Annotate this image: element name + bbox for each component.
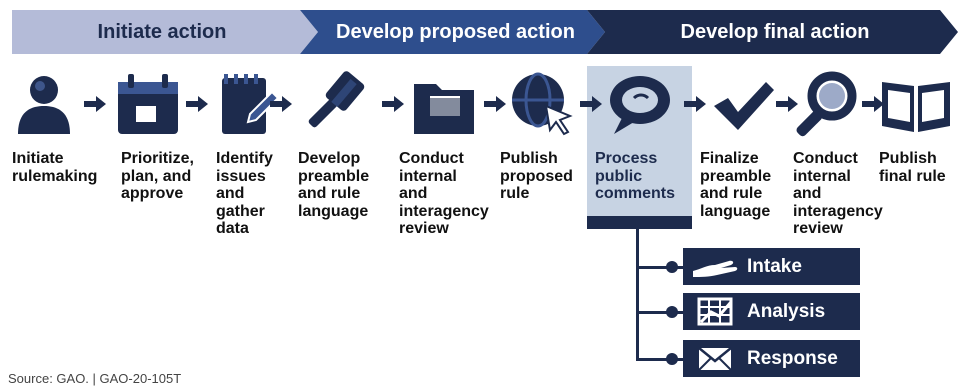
tree-connector-vertical xyxy=(636,229,639,360)
tree-dot xyxy=(666,353,678,365)
tree-connector-response xyxy=(636,358,684,361)
flow-arrow xyxy=(186,96,208,112)
tree-connector-analysis xyxy=(636,311,684,314)
substep-label: Response xyxy=(747,348,838,369)
step-label-publish-final: Publish final rule xyxy=(879,150,946,185)
gavel-icon xyxy=(308,71,365,128)
phase-label-initiate: Initiate action xyxy=(97,21,227,43)
phase-initiate-chevron xyxy=(12,10,318,54)
grid-icon xyxy=(697,297,733,326)
flow-arrow xyxy=(84,96,106,112)
phase-final-chevron xyxy=(587,10,958,54)
step-label-initiate-rulemaking: Initiate rulemaking xyxy=(12,150,98,185)
flow-arrow xyxy=(270,96,292,112)
flow-arrow xyxy=(776,96,798,112)
flow-arrow xyxy=(382,96,404,112)
substep-label: Intake xyxy=(747,256,802,277)
speech-bubble-icon xyxy=(610,76,670,134)
substep-label: Analysis xyxy=(747,301,826,322)
substep-response: Response xyxy=(683,340,860,377)
phase-proposed-chevron xyxy=(300,10,605,54)
phase-label-proposed: Develop proposed action xyxy=(336,21,575,43)
flow-arrow xyxy=(862,96,884,112)
flow-arrow xyxy=(484,96,506,112)
checkmark-icon xyxy=(714,82,774,130)
step-label-publish-proposed: Publish proposed rule xyxy=(500,150,573,202)
step-label-finalize-preamble: Finalize preamble and rule language xyxy=(700,150,772,220)
flow-arrow xyxy=(580,96,602,112)
step-label-develop-preamble: Develop preamble and rule language xyxy=(298,150,370,220)
hand-icon xyxy=(693,260,738,277)
tree-dot xyxy=(666,306,678,318)
magnifier-icon xyxy=(796,71,857,137)
substep-analysis: Analysis xyxy=(683,293,860,330)
substep-intake: Intake xyxy=(683,248,860,285)
tree-dot xyxy=(666,261,678,273)
step-label-prioritize: Prioritize, plan, and approve xyxy=(121,150,194,202)
phase-banner xyxy=(12,10,958,54)
active-step-bar xyxy=(587,216,692,229)
step-label-identify-issues: Identify issues and gather data xyxy=(216,150,273,237)
step-label-conduct-review-proposed: Conduct internal and interagency review xyxy=(399,150,489,237)
notebook-icon xyxy=(222,74,280,134)
envelope-icon xyxy=(698,347,732,371)
phase-label-final: Develop final action xyxy=(680,21,870,43)
tree-connector-intake xyxy=(636,266,684,269)
calendar-icon xyxy=(118,74,178,134)
person-icon xyxy=(18,76,70,134)
step-label-process-comments: Process public comments xyxy=(595,150,676,202)
globe-cursor-icon xyxy=(512,72,573,136)
folder-icon xyxy=(414,84,474,134)
open-book-icon xyxy=(882,82,950,132)
step-label-conduct-review-final: Conduct internal and interagency review xyxy=(793,150,883,237)
flow-arrow xyxy=(684,96,706,112)
